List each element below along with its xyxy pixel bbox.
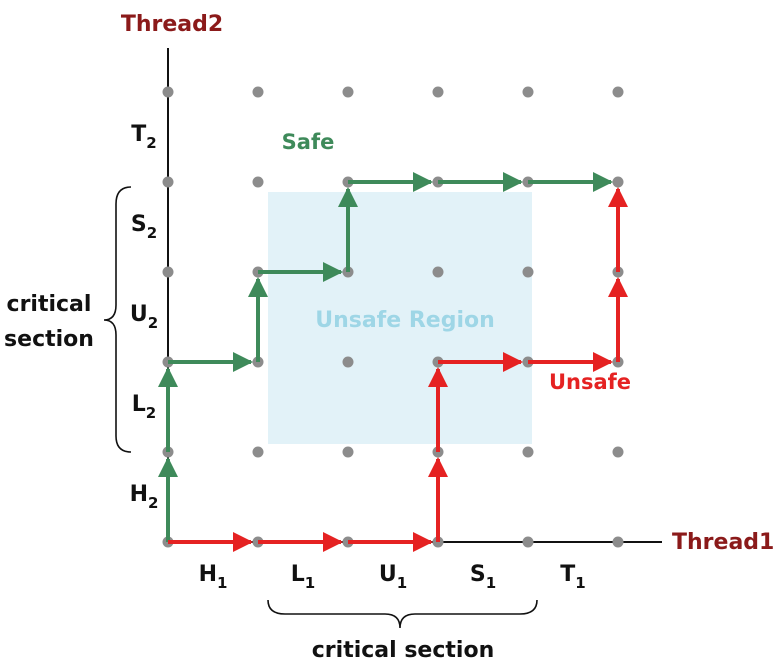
thread1-step-label: L1 xyxy=(291,562,315,592)
grid-point xyxy=(432,266,444,278)
critical-section-label-y-line2: section xyxy=(4,327,94,352)
grid-point xyxy=(522,446,534,458)
thread2-step-label: T2 xyxy=(131,122,156,152)
trajectories xyxy=(158,172,628,552)
critical-section-label-x: critical section xyxy=(312,638,494,663)
thread1-step-label: H1 xyxy=(199,562,228,592)
thread1-step-labels: H1 L1 U1 S1 T1 xyxy=(199,562,586,592)
grid-point xyxy=(522,86,534,98)
unsafe-region-label: Unsafe Region xyxy=(315,308,495,333)
critical-section-brace-y xyxy=(103,186,132,453)
unsafe-label: Unsafe xyxy=(549,370,631,394)
grid-point xyxy=(612,176,624,188)
grid-point xyxy=(162,86,174,98)
grid-point xyxy=(252,446,264,458)
grid-point xyxy=(432,86,444,98)
critical-section-label-y-line1: critical xyxy=(7,292,92,317)
thread1-label: Thread1 xyxy=(672,530,774,555)
unsafe-region xyxy=(268,192,532,444)
thread2-step-label: S2 xyxy=(131,212,157,242)
grid-point xyxy=(342,356,354,368)
thread2-step-label: U2 xyxy=(130,302,158,332)
thread1-step-label: U1 xyxy=(379,562,407,592)
grid-point xyxy=(612,446,624,458)
grid-point xyxy=(162,266,174,278)
thread1-step-label: S1 xyxy=(470,562,496,592)
grid-point xyxy=(252,86,264,98)
grid-point xyxy=(162,176,174,188)
critical-section-brace-x xyxy=(267,599,538,629)
grid-point xyxy=(252,176,264,188)
grid-point xyxy=(342,446,354,458)
thread2-step-label: H2 xyxy=(130,482,159,512)
grid-point xyxy=(612,86,624,98)
grid-point xyxy=(522,536,534,548)
thread2-step-labels: H2 L2 U2 S2 T2 xyxy=(130,122,159,512)
grid-point xyxy=(342,86,354,98)
thread1-step-label: T1 xyxy=(560,562,585,592)
thread2-label: Thread2 xyxy=(121,12,223,37)
safe-label: Safe xyxy=(282,130,335,154)
grid-point xyxy=(612,536,624,548)
grid-point xyxy=(522,266,534,278)
thread2-step-label: L2 xyxy=(132,392,156,422)
